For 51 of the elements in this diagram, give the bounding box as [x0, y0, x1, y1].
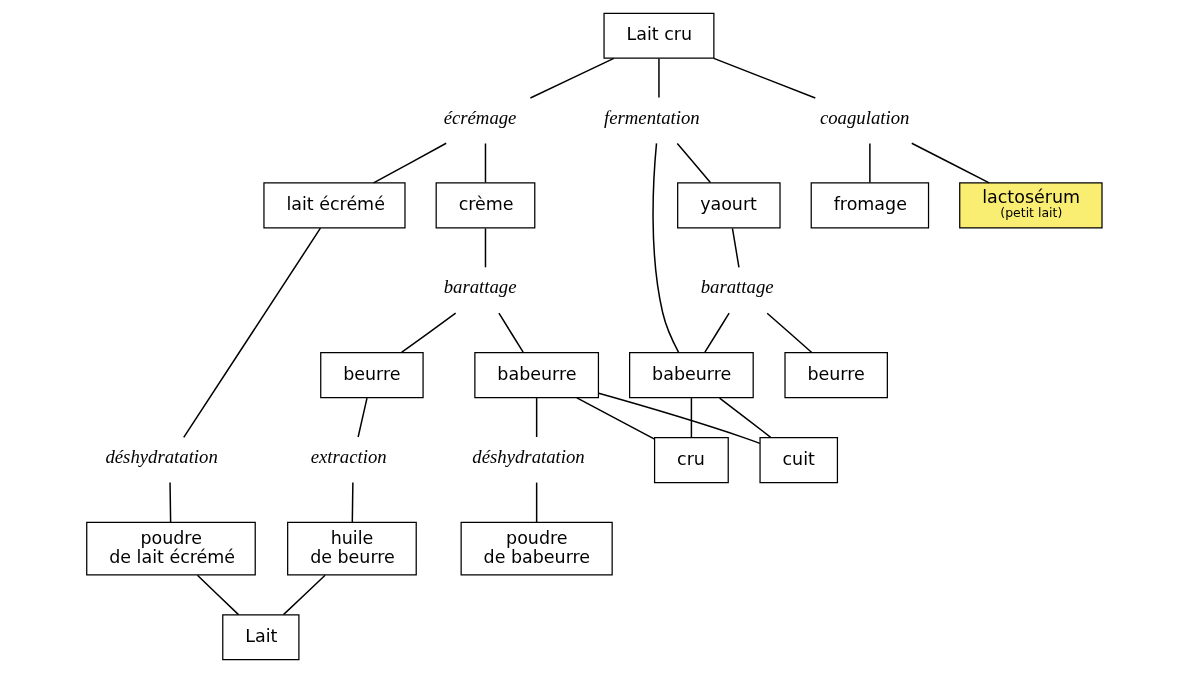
- connector: [400, 312, 456, 354]
- node-box: crème: [435, 182, 535, 229]
- connector: [196, 574, 239, 616]
- connector: [651, 142, 679, 354]
- connector: [535, 397, 537, 438]
- connector: [703, 312, 730, 353]
- connector: [868, 142, 871, 184]
- connector: [712, 57, 816, 99]
- connector: [690, 397, 692, 438]
- node-box: lait écrémé: [262, 182, 406, 229]
- node-box: fromage: [810, 182, 929, 229]
- node-box: poudre de babeurre: [460, 521, 613, 576]
- connector: [765, 312, 812, 354]
- node-text: barattage: [443, 276, 516, 298]
- node-box: cuit: [758, 436, 838, 484]
- node-box: babeurre: [473, 352, 599, 399]
- connector: [718, 397, 771, 439]
- node-text: barattage: [700, 276, 774, 298]
- connector: [484, 142, 486, 184]
- connector: [657, 57, 660, 99]
- connector: [182, 227, 321, 439]
- node-box: babeurre: [628, 352, 754, 399]
- connector: [372, 142, 447, 184]
- node-text: extraction: [310, 446, 387, 468]
- node-box: huile de beurre: [286, 521, 417, 576]
- node-text: déshydratation: [471, 446, 585, 468]
- node-box: yaourt: [676, 182, 781, 229]
- node-text: déshydratation: [104, 446, 218, 468]
- node-text: fermentation: [603, 106, 700, 128]
- node-box: poudre de lait écrémé: [85, 521, 256, 576]
- node-box: cru: [653, 436, 729, 484]
- connector: [575, 397, 655, 440]
- connector: [497, 312, 524, 353]
- connector: [351, 481, 354, 523]
- connector: [597, 392, 761, 445]
- connector: [168, 481, 171, 523]
- node-box: Lait cru: [602, 12, 714, 59]
- connector: [356, 397, 368, 438]
- node-box: lactosérum (petit lait): [958, 182, 1103, 229]
- connector: [484, 227, 486, 269]
- connector: [282, 574, 326, 616]
- connector: [676, 142, 711, 184]
- node-box: beurre: [783, 352, 888, 399]
- node-box: beurre: [319, 352, 424, 399]
- node-box: Lait: [221, 614, 300, 661]
- connector: [535, 481, 537, 523]
- connector: [529, 57, 615, 99]
- connector: [731, 227, 740, 269]
- connector: [910, 142, 990, 184]
- node-text: coagulation: [819, 106, 909, 128]
- node-text: écrémage: [443, 106, 516, 128]
